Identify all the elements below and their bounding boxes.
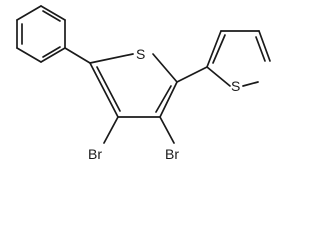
central-thiophene-ring: [89, 53, 178, 118]
structure-diagram: S S Br Br: [16, 5, 271, 162]
bond: [89, 62, 119, 118]
atom-s-central: S: [136, 46, 145, 62]
double-bond-inner: [212, 34, 226, 64]
thienyl-ring: [206, 30, 271, 87]
phenyl-ring: [16, 5, 66, 63]
bond: [159, 81, 178, 118]
bond: [40, 47, 66, 63]
bond: [16, 47, 42, 63]
double-bond-inner: [96, 66, 121, 112]
bond: [152, 53, 178, 83]
bond-br-right: [159, 116, 175, 144]
bond: [89, 53, 134, 64]
bond-br-left: [103, 116, 119, 144]
atom-br-right: Br: [165, 146, 179, 162]
double-bond-inner: [155, 85, 172, 113]
bond: [40, 5, 66, 21]
double-bond-inner: [255, 36, 266, 62]
double-bond-inner: [42, 10, 61, 22]
double-bond-inner: [42, 46, 61, 58]
bond: [258, 30, 271, 62]
bond: [206, 30, 222, 68]
atom-s-thienyl: S: [231, 78, 240, 94]
bond-phenyl-thiophene: [64, 47, 91, 64]
bond: [16, 5, 42, 21]
bond: [206, 66, 231, 87]
bond-thiophene-thienyl: [176, 66, 208, 83]
molecule-drawing: S S Br Br: [16, 5, 271, 162]
bond: [242, 81, 259, 87]
atom-br-left: Br: [88, 146, 102, 162]
